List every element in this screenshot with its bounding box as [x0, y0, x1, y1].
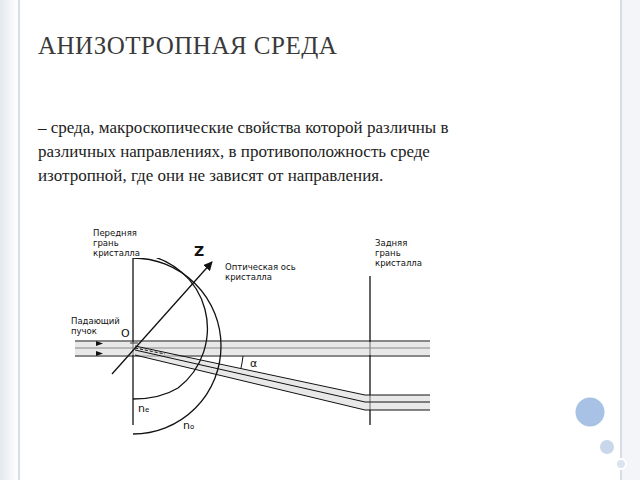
ordinary-beam	[75, 341, 430, 356]
frame-line	[18, 0, 20, 480]
beam-arrows	[96, 341, 103, 356]
index-label: nₒ	[183, 420, 195, 432]
optical-axis	[112, 262, 212, 374]
back-face-label: Задняя грань кристалла	[374, 238, 426, 268]
deco-circle	[599, 439, 615, 455]
axis-letter: Z	[194, 244, 204, 258]
ordinary-wave-surface	[133, 258, 221, 434]
frame-line	[620, 0, 622, 480]
incident-beam-label: Падающий пучок	[70, 316, 120, 336]
optical-axis-label: Оптическая ось кристалла	[224, 262, 300, 282]
deco-circle	[574, 396, 606, 428]
frame-band	[622, 0, 640, 480]
angle-arc	[241, 356, 243, 368]
index-label: nₑ	[138, 403, 150, 415]
extraordinary-beam	[135, 346, 430, 410]
extraordinary-wave-surface	[133, 252, 207, 399]
deco-circle	[616, 459, 626, 469]
definition-text: – среда, макроскопические свойства котор…	[38, 116, 508, 188]
angle-label: α	[250, 358, 257, 370]
front-face-label: Передняя грань кристалла	[92, 228, 166, 258]
origin-label: O	[121, 328, 130, 340]
frame-band	[0, 0, 18, 480]
origin-tick	[130, 343, 138, 344]
slide-title: АНИЗОТРОПНАЯ СРЕДА	[38, 32, 337, 60]
